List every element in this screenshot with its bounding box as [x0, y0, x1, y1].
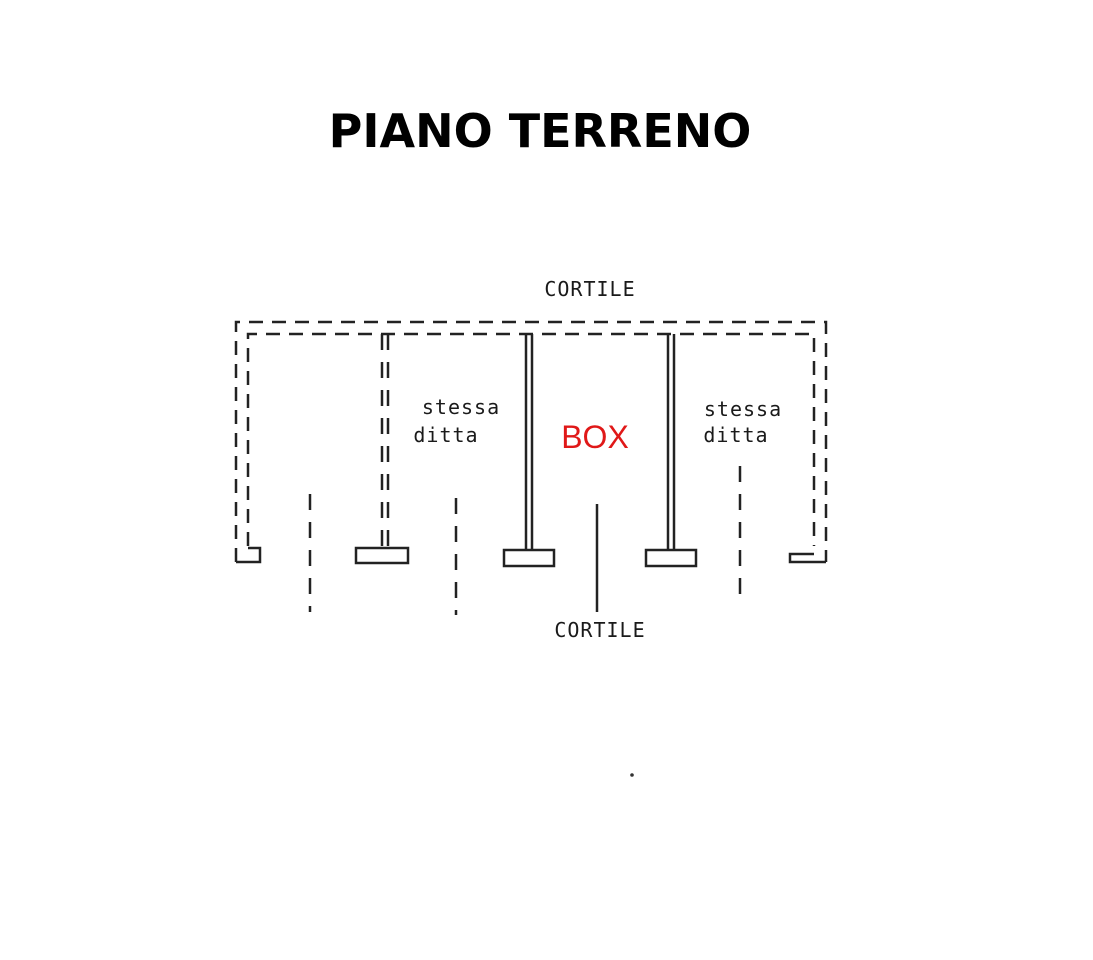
- lot-dividers: [308, 466, 742, 615]
- courtyard-top-label: CORTILE: [544, 277, 635, 301]
- right-unit-label-line2: ditta: [703, 423, 768, 447]
- left-unit-label-line2: ditta: [413, 423, 478, 447]
- wall-3: [644, 334, 698, 568]
- wall-2: [502, 334, 556, 568]
- left-unit-label-line1: stessa: [422, 395, 500, 419]
- plan-title: PIANO TERRENO: [329, 104, 752, 158]
- scan-speck: [630, 773, 634, 777]
- right-unit-label-line1: stessa: [704, 397, 782, 421]
- courtyard-bottom-label: CORTILE: [554, 618, 645, 642]
- wall-1: [354, 334, 410, 565]
- box-label: BOX: [561, 419, 629, 455]
